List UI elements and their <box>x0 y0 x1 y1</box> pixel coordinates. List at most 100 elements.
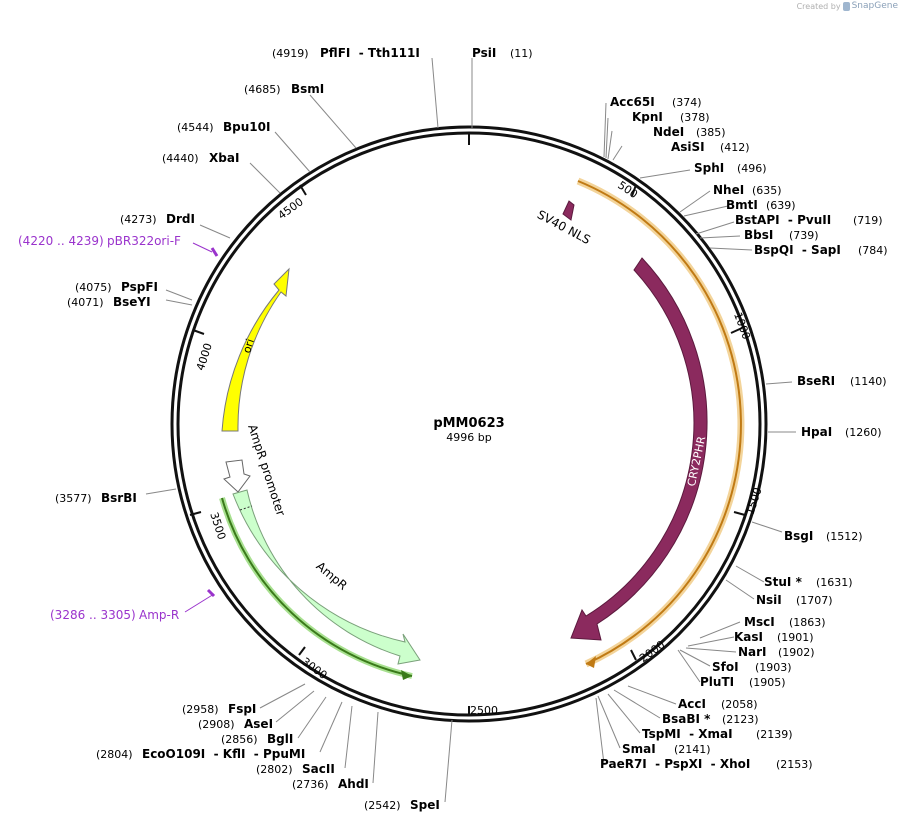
site-name[interactable]: PflFI - Tth111I <box>320 46 420 60</box>
ampr-feature[interactable] <box>232 489 421 665</box>
cry2phr-label: CRY2PHR <box>685 435 708 488</box>
site-pos: (4544) <box>177 121 214 134</box>
site-leaders <box>145 57 796 803</box>
site-name[interactable]: MscI <box>744 615 775 629</box>
tick-2000 <box>630 649 637 661</box>
site-pos: (1905) <box>749 676 786 689</box>
site-pos: (2123) <box>722 713 759 726</box>
site-pos: (635) <box>752 184 782 197</box>
ori-feature[interactable] <box>221 267 290 432</box>
site-name[interactable]: PsiI <box>472 46 496 60</box>
site-name[interactable]: AccI <box>678 697 706 711</box>
site-name[interactable]: FspI <box>228 702 256 716</box>
site-pos: (2153) <box>776 758 813 771</box>
site-pos: (4440) <box>162 152 199 165</box>
site-pos: (1707) <box>796 594 833 607</box>
tick-3000 <box>298 646 306 656</box>
plasmid-name: pMM0623 <box>433 416 504 431</box>
site-pos: (1512) <box>826 530 863 543</box>
site-name[interactable]: NdeI <box>653 125 684 139</box>
site-name[interactable]: BsrBI <box>101 491 137 505</box>
site-pos: (784) <box>858 244 888 257</box>
site-name[interactable]: BbsI <box>744 228 773 242</box>
site-name[interactable]: BseRI <box>797 374 835 388</box>
site-name[interactable]: AhdI <box>338 777 369 791</box>
site-pos: (4919) <box>272 47 309 60</box>
site-name[interactable]: BseYI <box>113 295 151 309</box>
site-name[interactable]: BglI <box>267 732 293 746</box>
site-pos: (4071) <box>67 296 104 309</box>
site-pos: (4685) <box>244 83 281 96</box>
site-pos: (1903) <box>755 661 792 674</box>
cry2phr-track-highlight <box>576 177 745 668</box>
site-name[interactable]: SacII <box>302 762 335 776</box>
ampr-track-arrowhead <box>401 670 412 680</box>
snapgene-credit: Created by SnapGene <box>797 1 898 11</box>
site-pos: (1863) <box>789 616 826 629</box>
site-name[interactable]: PspFI <box>121 280 158 294</box>
site-name[interactable]: SmaI <box>622 742 656 756</box>
tick-1000 <box>730 327 743 334</box>
tick-4000 <box>192 329 205 335</box>
site-name[interactable]: HpaI <box>801 425 832 439</box>
primer-pbr322ori-f-pos[interactable]: (4220 .. 4239) <box>18 234 104 248</box>
site-name[interactable]: Acc65I <box>610 95 655 109</box>
site-name[interactable]: BsaBI * <box>662 712 711 726</box>
site-pos: (2908) <box>198 718 235 731</box>
site-name[interactable]: KpnI <box>632 110 663 124</box>
site-name[interactable]: KasI <box>734 630 763 644</box>
site-name[interactable]: SpeI <box>410 798 440 812</box>
primers: (4220 .. 4239) pBR322ori-F (3286 .. 3305… <box>18 234 219 622</box>
site-pos: (1140) <box>850 375 887 388</box>
site-pos: (2141) <box>674 743 711 756</box>
site-name[interactable]: PaeR7I - PspXI - XhoI <box>600 757 750 771</box>
site-pos: (1902) <box>778 646 815 659</box>
plasmid-length: 4996 bp <box>446 431 491 444</box>
primer-pbr322ori-f-name[interactable]: pBR322ori-F <box>107 234 181 248</box>
site-name[interactable]: BmtI <box>726 198 758 212</box>
primer-amp-r-name[interactable]: Amp-R <box>139 608 179 622</box>
site-name[interactable]: AsiSI <box>671 140 705 154</box>
site-name[interactable]: DrdI <box>166 212 195 226</box>
site-pos: (385) <box>696 126 726 139</box>
site-name[interactable]: PluTI <box>700 675 734 689</box>
site-pos: (739) <box>789 229 819 242</box>
primer-amp-r-pos[interactable]: (3286 .. 3305) <box>50 608 136 622</box>
site-pos: (1631) <box>816 576 853 589</box>
site-name[interactable]: StuI * <box>764 575 803 589</box>
site-labels: (4919) PflFI - Tth111I PsiI (11) (4685) … <box>55 46 888 812</box>
site-name[interactable]: BsmI <box>291 82 324 96</box>
ampr-track <box>221 497 413 677</box>
site-name[interactable]: NsiI <box>756 593 782 607</box>
tick-label-2500: 2500 <box>470 704 498 717</box>
credit-prefix: Created by <box>796 1 841 11</box>
site-name[interactable]: BstAPI - PvuII <box>735 213 831 227</box>
site-name[interactable]: NheI <box>713 183 744 197</box>
site-name[interactable]: SfoI <box>712 660 739 674</box>
site-pos: (719) <box>853 214 883 227</box>
site-pos: (4273) <box>120 213 157 226</box>
cry2phr-feature[interactable] <box>570 257 708 641</box>
site-pos: (2802) <box>256 763 293 776</box>
site-name[interactable]: NarI <box>738 645 767 659</box>
site-name[interactable]: AseI <box>244 717 273 731</box>
primer-leader-pbr322ori-f <box>192 242 213 253</box>
sv40-nls-feature[interactable] <box>562 200 575 221</box>
cry2phr-track-arrowhead <box>586 656 596 668</box>
site-name[interactable]: XbaI <box>209 151 239 165</box>
site-pos: (412) <box>720 141 750 154</box>
site-pos: (1260) <box>845 426 882 439</box>
site-name[interactable]: EcoO109I - KflI - PpuMI <box>142 747 305 761</box>
site-name[interactable]: TspMI - XmaI <box>642 727 733 741</box>
site-name[interactable]: BspQI - SapI <box>754 243 841 257</box>
tick-1500 <box>733 511 746 516</box>
site-name[interactable]: BsgI <box>784 529 813 543</box>
tick-4500 <box>299 184 307 196</box>
site-pos: (1901) <box>777 631 814 644</box>
site-name[interactable]: Bpu10I <box>223 120 270 134</box>
site-name[interactable]: SphI <box>694 161 724 175</box>
site-pos: (374) <box>672 96 702 109</box>
site-pos: (2058) <box>721 698 758 711</box>
ampr-promoter-feature[interactable] <box>223 459 251 493</box>
